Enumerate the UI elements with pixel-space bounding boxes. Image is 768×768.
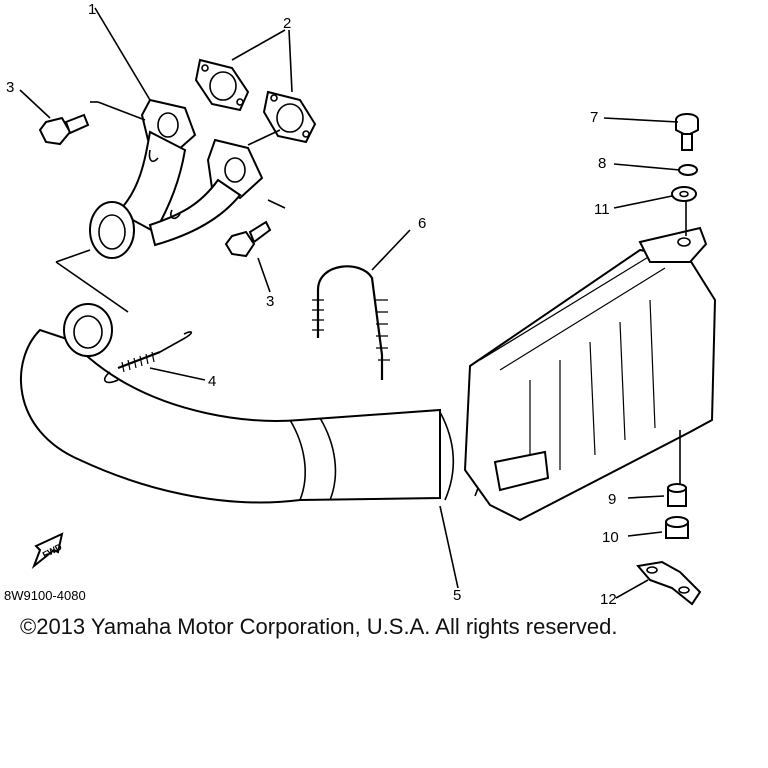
leader-lines — [19, 7, 681, 599]
exhaust-pipe-part — [89, 98, 264, 259]
hardware-bolt-washers — [671, 113, 699, 202]
callout-7: 7 — [590, 109, 598, 126]
assembly-lines — [55, 101, 687, 484]
callout-8: 8 — [598, 155, 606, 172]
callout-1: 1 — [88, 1, 96, 18]
callout-11: 11 — [594, 201, 610, 218]
copyright-notice: ©2013 Yamaha Motor Corporation, U.S.A. A… — [20, 614, 618, 639]
spring-part — [103, 331, 193, 384]
gasket-parts — [194, 58, 317, 144]
fwd-arrow-icon: FWD — [31, 532, 64, 570]
callout-labels: 1 2 3 3 4 5 6 7 8 11 9 10 12 — [6, 1, 619, 608]
callout-12: 12 — [600, 591, 617, 608]
callout-4: 4 — [208, 373, 216, 390]
strap-part — [312, 265, 390, 380]
muffler-part — [20, 226, 717, 522]
callout-6: 6 — [418, 215, 426, 232]
diagram-code: 8W9100-4080 — [4, 588, 86, 603]
damper-parts — [636, 483, 702, 606]
callout-3-bottom: 3 — [266, 293, 274, 310]
callout-10: 10 — [602, 529, 619, 546]
callout-2: 2 — [283, 15, 291, 32]
callout-9: 9 — [608, 491, 616, 508]
callout-3-top: 3 — [6, 79, 14, 96]
callout-5: 5 — [453, 587, 461, 604]
bolt-parts — [38, 113, 272, 258]
